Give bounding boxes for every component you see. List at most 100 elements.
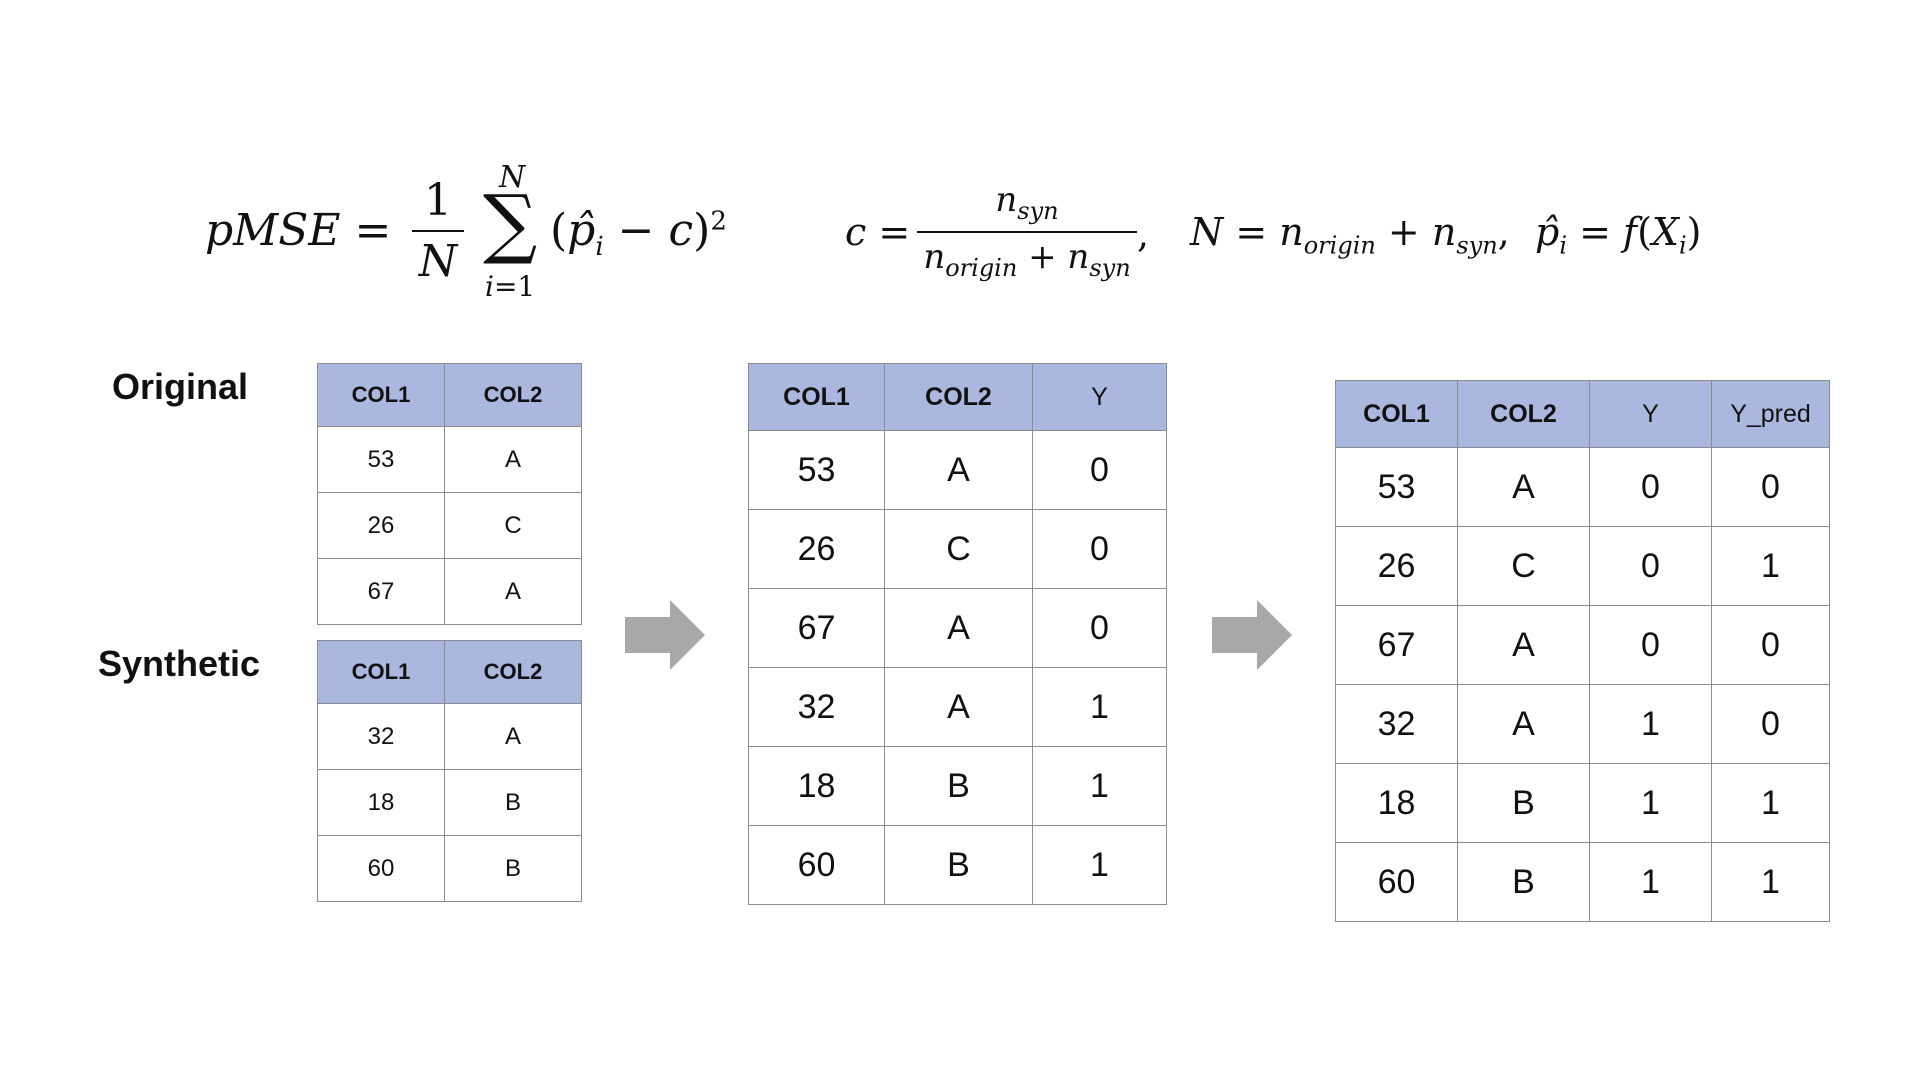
- original-label: Original: [112, 366, 249, 407]
- table-cell: 0: [1032, 588, 1167, 668]
- column-header: COL1: [748, 363, 885, 431]
- column-header: COL1: [317, 363, 445, 427]
- table-cell: 67: [1335, 605, 1458, 685]
- original-table: COL1 COL2 53 A 26 C 67 A: [317, 363, 582, 625]
- table-cell: 60: [317, 835, 445, 902]
- table-row: 60 B 1: [748, 825, 1167, 905]
- table-cell: 32: [748, 667, 885, 747]
- table-header-row: COL1 COL2 Y Y_pred: [1335, 380, 1830, 448]
- table-cell: 0: [1589, 605, 1712, 685]
- n-definition: N = norigin + nsyn,: [1190, 210, 1510, 260]
- table-header-row: COL1 COL2: [317, 363, 582, 427]
- table-row: 67 A: [317, 558, 582, 625]
- table-cell: 32: [1335, 684, 1458, 764]
- table-row: 53 A 0: [748, 430, 1167, 510]
- table-cell: A: [444, 426, 582, 493]
- table-cell: 1: [1032, 746, 1167, 826]
- table-row: 53 A 0 0: [1335, 447, 1830, 527]
- table-cell: 32: [317, 703, 445, 770]
- column-header: COL2: [1457, 380, 1590, 448]
- table-row: 18 B: [317, 769, 582, 836]
- table-row: 18 B 1: [748, 746, 1167, 826]
- table-cell: 0: [1711, 684, 1830, 764]
- table-row: 60 B: [317, 835, 582, 902]
- table-cell: A: [444, 703, 582, 770]
- table-cell: 67: [748, 588, 885, 668]
- table-cell: 53: [748, 430, 885, 510]
- table-cell: A: [884, 588, 1033, 668]
- arrow-right-icon: [625, 600, 705, 670]
- table-row: 32 A: [317, 703, 582, 770]
- definitions-formula: c = nsyn norigin + nsyn , N = norigin + …: [845, 180, 1702, 282]
- arrow-right-icon: [1212, 600, 1292, 670]
- table-row: 32 A 1 0: [1335, 684, 1830, 764]
- table-cell: A: [884, 430, 1033, 510]
- table-cell: 26: [748, 509, 885, 589]
- table-cell: C: [1457, 526, 1590, 606]
- table-cell: A: [444, 558, 582, 625]
- table-cell: B: [444, 835, 582, 902]
- table-cell: 1: [1711, 763, 1830, 843]
- table-header-row: COL1 COL2: [317, 640, 582, 704]
- column-header: Y: [1589, 380, 1712, 448]
- c-fraction: nsyn norigin + nsyn: [917, 180, 1137, 282]
- table-cell: 1: [1032, 825, 1167, 905]
- table-row: 67 A 0 0: [1335, 605, 1830, 685]
- table-cell: 18: [317, 769, 445, 836]
- table-row: 26 C: [317, 492, 582, 559]
- table-cell: 60: [748, 825, 885, 905]
- table-cell: B: [1457, 842, 1590, 922]
- table-cell: 26: [1335, 526, 1458, 606]
- synthetic-label: Synthetic: [98, 643, 261, 684]
- table-row: 18 B 1 1: [1335, 763, 1830, 843]
- column-header: Y_pred: [1711, 380, 1830, 448]
- table-cell: B: [884, 825, 1033, 905]
- table-cell: 53: [1335, 447, 1458, 527]
- table-cell: A: [1457, 684, 1590, 764]
- table-cell: A: [1457, 605, 1590, 685]
- table-header-row: COL1 COL2 Y: [748, 363, 1167, 431]
- table-row: 53 A: [317, 426, 582, 493]
- predicted-table: COL1 COL2 Y Y_pred 53 A 0 0 26 C 0 1 67 …: [1335, 380, 1830, 922]
- table-row: 26 C 0 1: [1335, 526, 1830, 606]
- table-cell: 26: [317, 492, 445, 559]
- pmse-lhs: pMSE =: [205, 205, 392, 256]
- sum-symbol: ∑: [483, 178, 538, 267]
- table-cell: 18: [1335, 763, 1458, 843]
- table-cell: 1: [1589, 842, 1712, 922]
- column-header: COL1: [317, 640, 445, 704]
- sum-upper-limit: N: [499, 160, 526, 195]
- table-cell: B: [1457, 763, 1590, 843]
- column-header: COL2: [884, 363, 1033, 431]
- table-cell: 0: [1032, 509, 1167, 589]
- column-header: COL1: [1335, 380, 1458, 448]
- table-cell: 53: [317, 426, 445, 493]
- column-header: COL2: [444, 640, 582, 704]
- sum-lower-limit: i=1: [485, 270, 536, 303]
- table-cell: 18: [748, 746, 885, 826]
- table-row: 26 C 0: [748, 509, 1167, 589]
- table-cell: 1: [1589, 684, 1712, 764]
- pmse-term: (p̂i − c)2: [550, 205, 727, 262]
- c-lhs: c =: [845, 210, 911, 254]
- table-cell: C: [444, 492, 582, 559]
- table-cell: C: [884, 509, 1033, 589]
- table-cell: 60: [1335, 842, 1458, 922]
- table-cell: 1: [1711, 842, 1830, 922]
- table-cell: 0: [1711, 447, 1830, 527]
- table-row: 60 B 1 1: [1335, 842, 1830, 922]
- table-cell: B: [444, 769, 582, 836]
- table-cell: B: [884, 746, 1033, 826]
- table-cell: 1: [1032, 667, 1167, 747]
- table-cell: 0: [1589, 447, 1712, 527]
- table-row: 32 A 1: [748, 667, 1167, 747]
- table-cell: A: [1457, 447, 1590, 527]
- table-cell: 1: [1711, 526, 1830, 606]
- table-cell: 0: [1589, 526, 1712, 606]
- column-header: COL2: [444, 363, 582, 427]
- p-hat-definition: p̂i = f(Xi): [1535, 210, 1702, 260]
- table-cell: 0: [1032, 430, 1167, 510]
- table-cell: 0: [1711, 605, 1830, 685]
- table-cell: 1: [1589, 763, 1712, 843]
